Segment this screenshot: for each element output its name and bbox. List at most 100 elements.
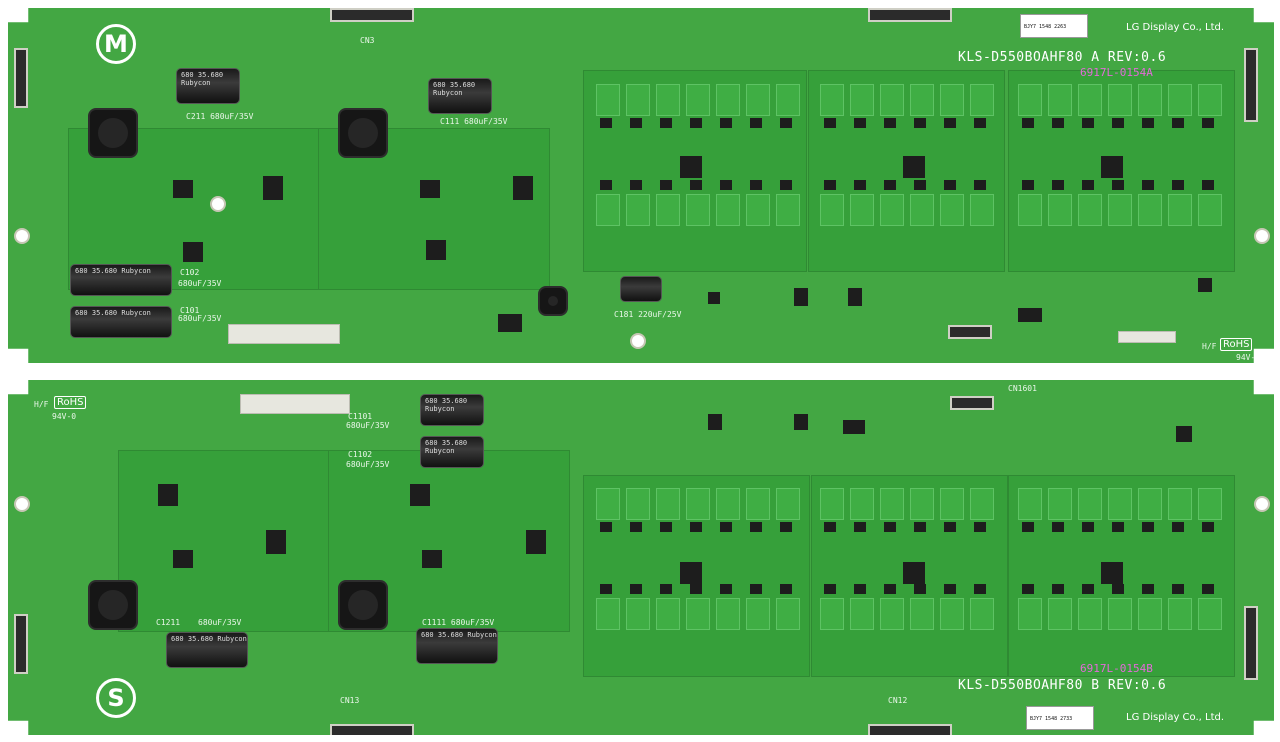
channel-transistor xyxy=(914,584,926,594)
channel-transistor xyxy=(974,180,986,190)
part-number-label: 6917L-0154B xyxy=(1080,662,1153,675)
driver-ic xyxy=(903,156,925,178)
capacitor-c181 xyxy=(620,276,662,302)
channel-transistor xyxy=(780,118,792,128)
capacitor-c1211: 680 35.680 Rubycon xyxy=(166,632,248,668)
channel-transistor xyxy=(720,522,732,532)
channel-pad xyxy=(850,488,874,520)
channel-pad xyxy=(1108,194,1132,226)
channel-pad xyxy=(1108,488,1132,520)
mosfet xyxy=(173,180,193,198)
label-c1102-rating: 680uF/35V xyxy=(346,460,390,469)
label-c1111: C1111 680uF/35V xyxy=(422,618,495,627)
channel-pad xyxy=(820,84,844,116)
channel-pad xyxy=(656,194,680,226)
capacitor-c1111: 680 35.680 Rubycon xyxy=(416,628,498,664)
channel-transistor xyxy=(750,584,762,594)
channel-pad xyxy=(880,598,904,630)
channel-transistor xyxy=(1112,180,1124,190)
channel-pad xyxy=(910,598,934,630)
channel-pad xyxy=(820,194,844,226)
inductor-small xyxy=(538,286,568,316)
channel-pad xyxy=(910,84,934,116)
channel-pad xyxy=(820,598,844,630)
connector-label: CN13 xyxy=(340,696,360,705)
channel-pad xyxy=(626,84,650,116)
driver-ic xyxy=(680,156,702,178)
channel-transistor xyxy=(1082,584,1094,594)
ic xyxy=(848,288,862,306)
channel-pad xyxy=(686,488,710,520)
channel-pad xyxy=(970,488,994,520)
channel-transistor xyxy=(1202,522,1214,532)
channel-pad xyxy=(1198,84,1222,116)
capacitor-c101: 680 35.680 Rubycon xyxy=(70,306,172,338)
capacitor-c211: 680 35.680 Rubycon xyxy=(176,68,240,104)
capacitor-c102: 680 35.680 Rubycon xyxy=(70,264,172,296)
connector-side-right xyxy=(1244,48,1258,122)
channel-pad xyxy=(940,194,964,226)
channel-pad xyxy=(746,598,770,630)
channel-transistor xyxy=(1112,522,1124,532)
connector-side-left xyxy=(14,48,28,108)
mosfet xyxy=(426,240,446,260)
sticker-text: BJY7 1548 2263 xyxy=(1024,24,1067,30)
channel-pad xyxy=(1138,194,1162,226)
channel-transistor xyxy=(630,584,642,594)
channel-transistor xyxy=(824,584,836,594)
capacitor-c1101: 680 35.680 Rubycon xyxy=(420,394,484,426)
channel-pad xyxy=(1198,598,1222,630)
channel-pad xyxy=(596,598,620,630)
mounting-hole xyxy=(210,196,226,212)
channel-pad xyxy=(1168,84,1192,116)
ul-code: 94V-0 xyxy=(1236,353,1261,362)
channel-pad xyxy=(1078,598,1102,630)
connector-label-3: CN1601 xyxy=(1008,384,1037,393)
channel-transistor xyxy=(1112,118,1124,128)
barcode-sticker: BJY7 1548 2263 xyxy=(1020,14,1088,38)
sticker-text: BJY7 1548 2733 xyxy=(1030,716,1073,722)
connector-bottom-left xyxy=(330,724,414,735)
channel-transistor xyxy=(944,522,956,532)
connector-side-left xyxy=(14,614,28,674)
controller-ic xyxy=(526,530,546,554)
label-c1211-rating: 680uF/35V xyxy=(198,618,242,627)
channel-transistor xyxy=(1052,584,1064,594)
driver-ic xyxy=(680,562,702,584)
connector-lower-center xyxy=(948,325,992,339)
label-c111: C111 680uF/35V xyxy=(440,117,508,126)
controller-ic xyxy=(263,176,283,200)
channel-pad xyxy=(1168,194,1192,226)
channel-transistor xyxy=(1202,180,1214,190)
channel-transistor xyxy=(600,522,612,532)
channel-transistor xyxy=(824,180,836,190)
label-c1101-rating: 680uF/35V xyxy=(346,421,390,430)
channel-pad xyxy=(910,488,934,520)
channel-transistor xyxy=(1142,180,1154,190)
channel-pad xyxy=(880,194,904,226)
channel-transistor xyxy=(630,522,642,532)
ic xyxy=(794,288,808,306)
label-c102-rating: 680uF/35V xyxy=(178,279,222,288)
label-c1102: C1102 xyxy=(348,450,373,459)
connector-top-right xyxy=(868,8,952,22)
channel-pad xyxy=(686,194,710,226)
channel-transistor xyxy=(944,584,956,594)
hf-mark: H/F xyxy=(1202,342,1217,351)
channel-pad xyxy=(656,598,680,630)
channel-pad xyxy=(970,84,994,116)
driver-ic xyxy=(1101,156,1123,178)
channel-pad xyxy=(626,194,650,226)
channel-pad xyxy=(970,194,994,226)
model-label: KLS-D550BOAHF80 B REV:0.6 xyxy=(958,678,1167,693)
channel-transistor xyxy=(720,118,732,128)
channel-transistor xyxy=(914,180,926,190)
channel-transistor xyxy=(780,584,792,594)
channel-transistor xyxy=(1022,180,1034,190)
channel-pad xyxy=(716,194,740,226)
mounting-hole xyxy=(14,496,30,512)
channel-transistor xyxy=(944,118,956,128)
channel-transistor xyxy=(750,180,762,190)
mosfet xyxy=(420,180,440,198)
controller-ic xyxy=(513,176,533,200)
